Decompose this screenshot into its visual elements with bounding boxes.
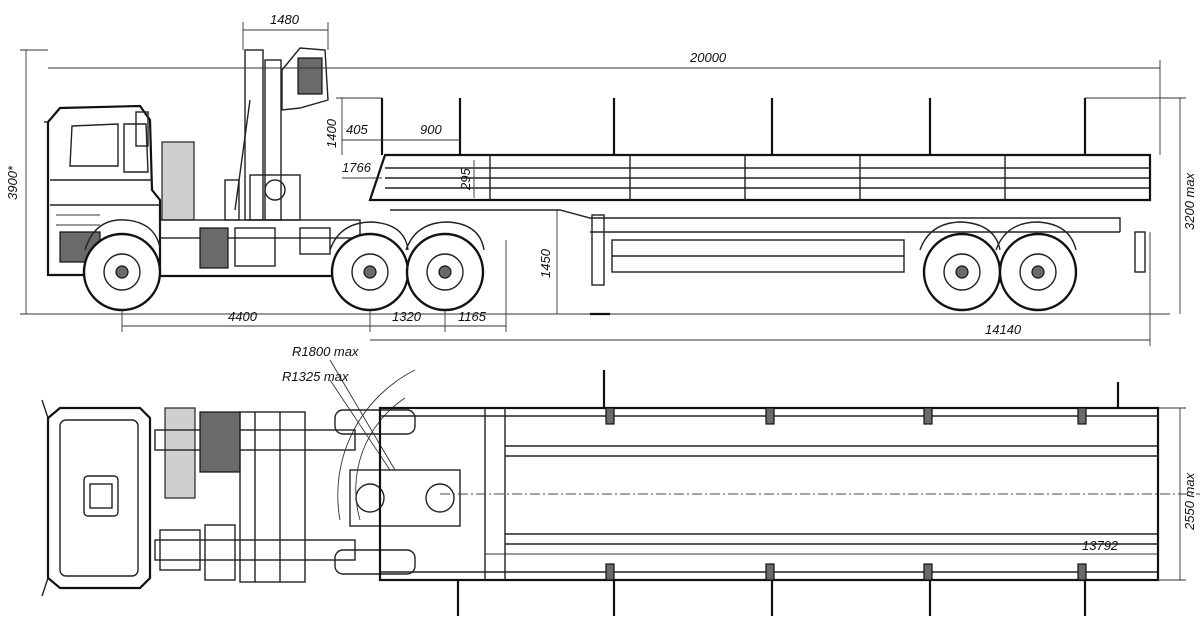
turning-radii [329,359,416,521]
dim-crane-height: 1400 [324,118,339,148]
top-view [41,359,1200,616]
semi-trailer [368,98,1152,316]
dim-turn-radius-inner: R1325 max [282,369,349,384]
side-view [20,22,1186,346]
crane [224,47,329,221]
dim-stake-spacing: 900 [420,122,442,137]
tractor-cab-top [41,399,152,597]
dim-max-height: 3200 max [1182,172,1197,230]
tractor-chassis-top [154,407,461,583]
tractor-chassis [159,141,361,278]
tractor-wheels [82,219,485,312]
dim-fifth-wheel-offset: 1165 [458,309,487,324]
dim-crane-width: 1480 [270,12,300,27]
dim-front-overhang: 4400 [228,309,258,324]
dim-deck-length: 13792 [1082,538,1119,553]
dim-trailer-length: 14140 [985,322,1022,337]
dim-coupling-height: 1450 [538,248,553,278]
dim-overall-length: 20000 [689,50,727,65]
dim-overall-width: 2550 max [1182,472,1197,531]
dim-stake-offset: 405 [346,122,368,137]
top-dimension-lines [485,407,1186,581]
dim-cab-height: 3900* [5,165,20,200]
dim-side-board-height: 295 [458,168,473,191]
dim-deck-height-front: 1766 [342,160,372,175]
dim-tractor-axle-spacing: 1320 [392,309,422,324]
side-dimension-lines [20,22,1186,346]
dim-turn-radius-outer: R1800 max [292,344,359,359]
trailer-deck-top [378,370,1200,616]
